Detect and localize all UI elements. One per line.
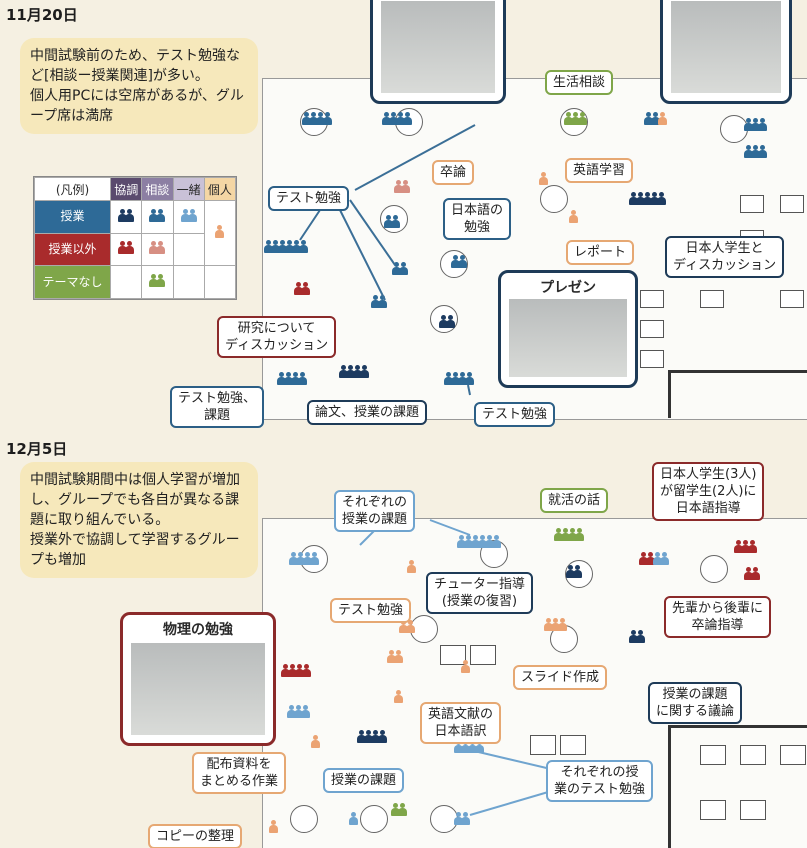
group-navy-2 xyxy=(439,315,455,328)
group2-red-1 xyxy=(639,552,669,565)
label-each-class: それぞれの 授業の課題 xyxy=(334,490,416,532)
label-thesis: 論文、授業の課題 xyxy=(307,400,428,425)
group-blue-4 xyxy=(744,118,767,131)
photo-whiteboard-2 xyxy=(660,0,792,104)
label-english: 英語学習 xyxy=(565,158,634,183)
group-green-1 xyxy=(564,112,587,125)
photo-physics: 物理の勉強 xyxy=(120,612,276,746)
group2-lblue-5 xyxy=(349,812,358,825)
group2-orange-3 xyxy=(544,618,567,631)
label-english-trans: 英語文献の 日本語訳 xyxy=(420,702,502,744)
group-blue-11 xyxy=(277,372,307,385)
group2-orange-4 xyxy=(387,650,403,663)
label-graduation: 卒論 xyxy=(432,160,475,185)
group2-navy-1 xyxy=(566,565,582,578)
group2-green-1 xyxy=(554,528,584,541)
summary-note-2: 中間試験期間中は個人学習が増加し、グループでも各自が異なる課題に取り組んでいる。… xyxy=(20,462,258,578)
label-test-study-3: テスト勉強 xyxy=(330,598,412,623)
physics-caption: 物理の勉強 xyxy=(163,622,233,638)
group-blue-8 xyxy=(392,262,408,275)
group2-red-3 xyxy=(744,567,760,580)
group2-orange-8 xyxy=(269,820,278,833)
label-class-discuss: 授業の課題 に関する議論 xyxy=(648,682,743,724)
label-each-test: それぞれの授 業のテスト勉強 xyxy=(546,760,654,802)
group2-lblue-6 xyxy=(454,812,470,825)
label-class-task: 授業の課題 xyxy=(323,768,405,793)
group2-orange-7 xyxy=(311,735,320,748)
legend-col-individual: 個人 xyxy=(203,177,237,201)
legend-row-none: テーマなし xyxy=(33,265,112,299)
legend-header: (凡例) xyxy=(33,177,112,201)
group-blue-12 xyxy=(444,372,474,385)
label-jp-students: 日本人学生と ディスカッション xyxy=(665,236,785,278)
label-test-study-2: テスト勉強 xyxy=(474,402,556,427)
group-blue-5 xyxy=(744,145,767,158)
photo-whiteboard-1 xyxy=(370,0,506,104)
group2-navy-3 xyxy=(357,730,387,743)
legend-row-class: 授業 xyxy=(33,200,112,234)
group-navy-1 xyxy=(629,192,666,205)
group-navy-3 xyxy=(339,365,369,378)
summary-note-1: 中間試験前のため、テスト勉強など[相談ー授業関連]が多い。 個人用PCには空席が… xyxy=(20,38,258,134)
legend-row-other: 授業以外 xyxy=(33,232,112,267)
group-orange-2 xyxy=(569,210,578,223)
group-blue-6 xyxy=(384,215,400,228)
label-test-study: テスト勉強 xyxy=(268,186,350,211)
group-blue-2 xyxy=(382,112,412,125)
label-test-task: テスト勉強、 課題 xyxy=(170,386,265,428)
group2-orange-5 xyxy=(461,660,470,673)
group2-orange-6 xyxy=(394,690,403,703)
label-senior: 先輩から後輩に 卒論指導 xyxy=(664,596,772,638)
group-red-1 xyxy=(294,282,310,295)
label-copy: コピーの整理 xyxy=(148,824,243,848)
label-handout: 配布資料を まとめる作業 xyxy=(192,752,287,794)
presen-caption: プレゼン xyxy=(540,280,596,296)
group2-lblue-1 xyxy=(289,552,319,565)
group-blue-3 xyxy=(644,112,667,125)
photo-presentation: プレゼン xyxy=(498,270,638,388)
group2-orange-1 xyxy=(407,560,416,573)
label-tutor: チューター指導 (授業の復習) xyxy=(426,572,534,614)
group-blue-7 xyxy=(264,240,308,253)
group2-lblue-2 xyxy=(457,535,501,548)
group2-navy-2 xyxy=(629,630,645,643)
group-blue-10 xyxy=(371,295,387,308)
group-orange-1 xyxy=(539,172,548,185)
group-blue-9 xyxy=(451,255,467,268)
group2-green-2 xyxy=(391,803,407,816)
group-lred-1 xyxy=(394,180,410,193)
label-life-consult: 生活相談 xyxy=(545,70,614,95)
group2-lblue-3 xyxy=(287,705,310,718)
date-label-2: 12月5日 xyxy=(6,440,68,458)
label-jp-teach: 日本人学生(3人) が留学生(2人)に 日本語指導 xyxy=(652,462,765,521)
group2-red-4 xyxy=(281,664,311,677)
group2-red-2 xyxy=(734,540,757,553)
label-japanese: 日本語の 勉強 xyxy=(443,198,512,240)
label-job: 就活の話 xyxy=(540,488,609,513)
legend-col-consult: 相談 xyxy=(141,177,174,201)
legend: (凡例) 協調 相談 一緒 個人 授業 授業以外 テーマなし xyxy=(33,176,237,300)
label-slides: スライド作成 xyxy=(513,665,608,690)
date-label-1: 11月20日 xyxy=(6,6,78,24)
label-report: レポート xyxy=(566,240,635,265)
legend-col-cooperate: 協調 xyxy=(110,177,143,201)
label-research: 研究について ディスカッション xyxy=(217,316,337,358)
group-blue-1 xyxy=(302,112,332,125)
